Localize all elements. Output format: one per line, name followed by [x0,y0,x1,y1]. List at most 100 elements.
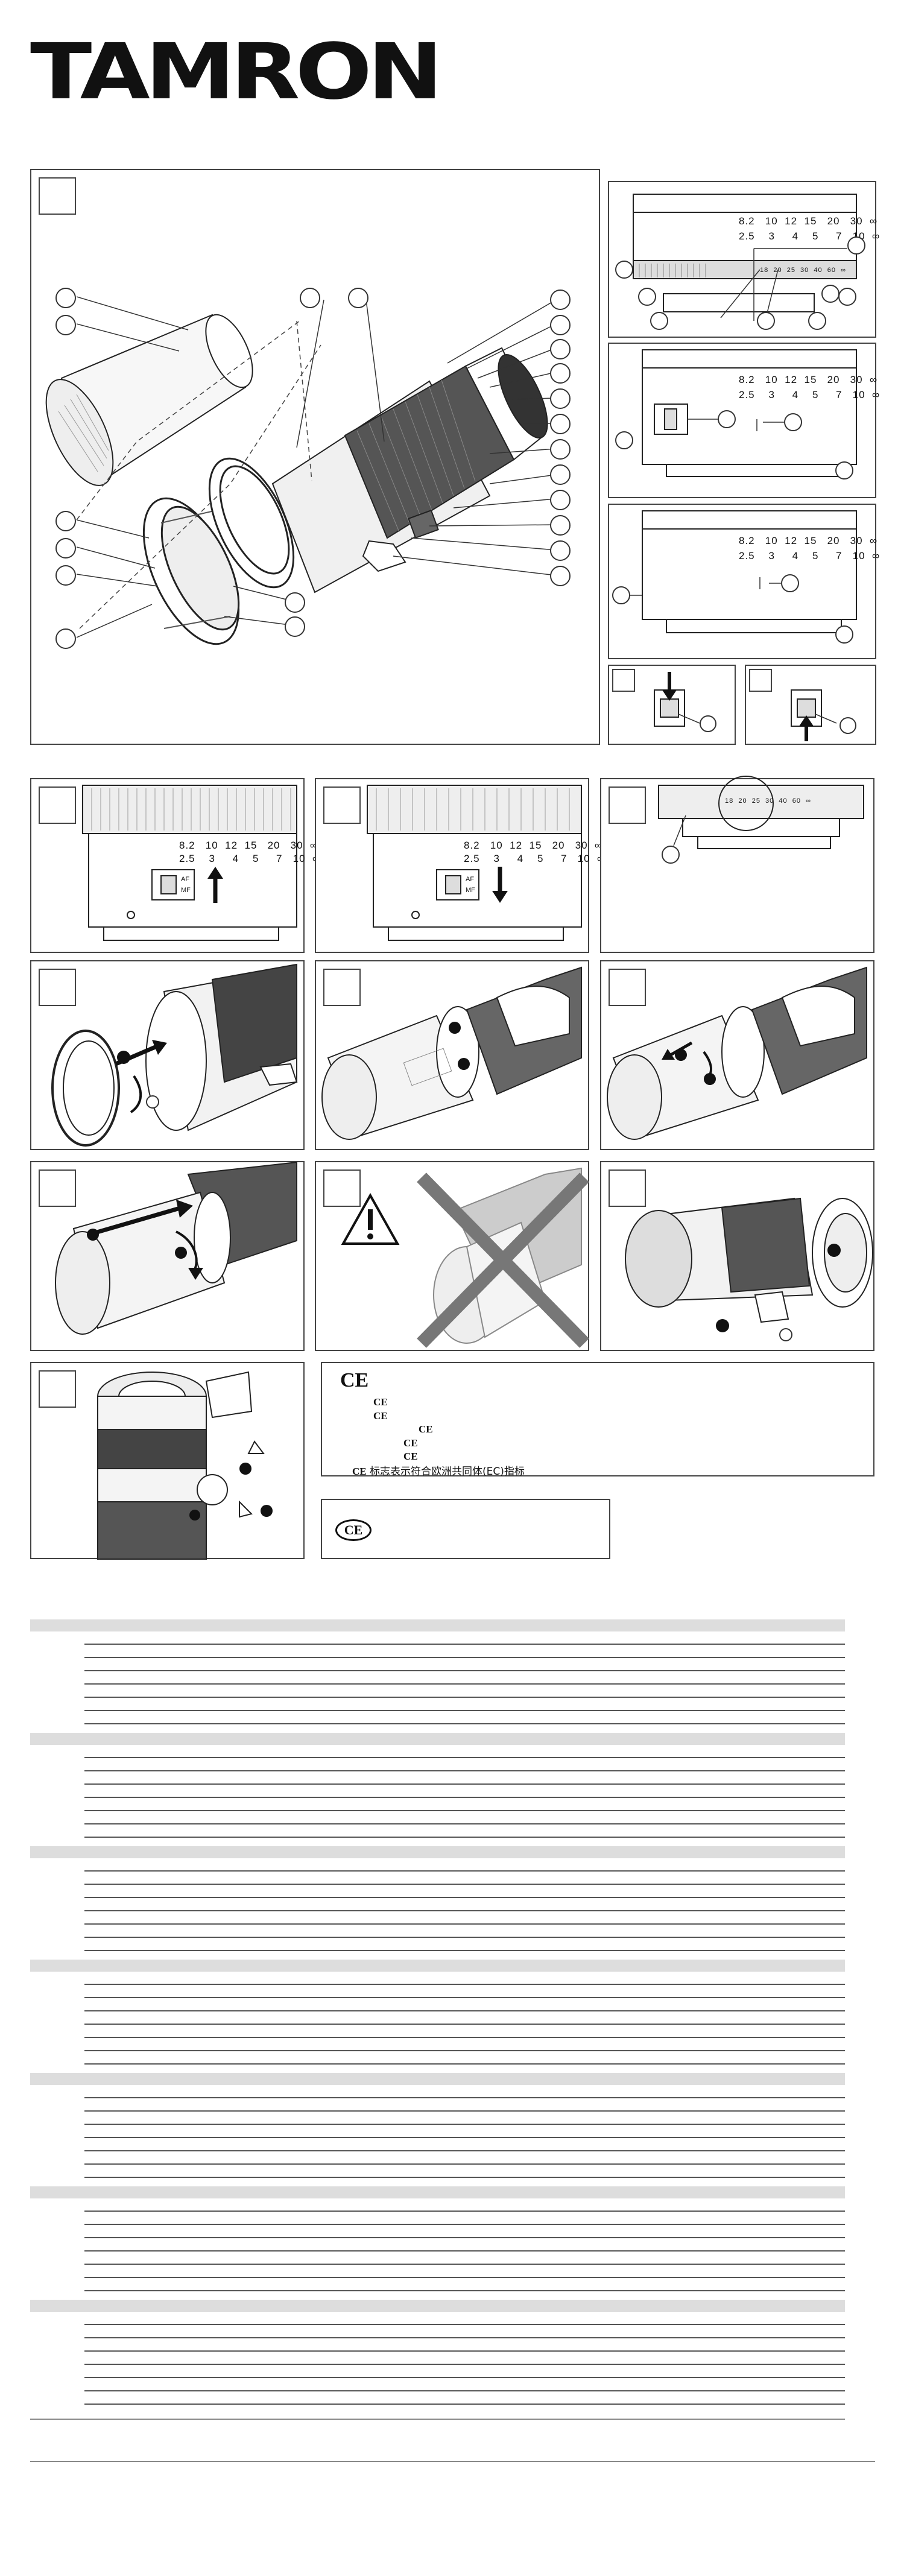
callout-circle [550,363,571,384]
x-cross-icon [417,1172,589,1348]
text-line [84,2290,845,2291]
distance-scale-small: 18 20 25 30 40 60 ∞ [725,797,811,805]
figure-number-box [749,669,772,692]
step-marker-1 [449,1022,461,1034]
figure-number-box [39,1370,76,1408]
figure-tripod-collar [30,1362,305,1560]
figure-switch-detail-down [608,665,736,745]
tripod-collar-drawing [97,1371,265,1560]
callout-circle [550,339,571,359]
callout-circle [638,288,656,306]
callout-circle [781,574,799,592]
text-line [84,2250,845,2252]
reverse-hood-drawing [607,966,867,1140]
text-line [84,1644,845,1645]
figure-attach-hood [315,960,589,1150]
step-marker-3 [189,1510,200,1521]
text-line [84,2163,845,2165]
attach-ring-drawing [51,963,298,1147]
text-line [84,1950,845,1951]
figure-number-box [39,786,76,824]
callout-circle [55,288,76,308]
switch-label-af: AF [181,876,190,883]
text-line [84,2350,845,2352]
text-line [84,1710,845,1711]
text-line [84,1997,845,1998]
tripod-mount-drawing [625,1197,873,1323]
text-line [84,2237,845,2238]
text-line [84,2137,845,2138]
step-marker-1 [239,1463,251,1475]
step-marker-1 [87,1229,99,1241]
section-header-bar [30,1960,845,1972]
footer-rule [30,2419,845,2420]
ce-mark: CE [352,1466,367,1477]
step-marker-2 [261,1505,273,1517]
callout-circle [550,414,571,434]
figure-number-box [39,177,76,215]
callout-circle [835,625,853,644]
callout-circle [757,312,775,330]
text-line [84,1884,845,1885]
ce-mark: CE [373,1396,388,1408]
section-header-bar [30,1619,845,1631]
text-line [84,2377,845,2378]
callout-circle [615,431,633,449]
figure-switch-detail-up [745,665,876,745]
text-line [84,2337,845,2338]
text-line [84,1657,845,1658]
step-marker-2 [716,1319,729,1332]
text-line [84,2010,845,2011]
exploded-lens-drawing [45,296,557,645]
switch-label-mf: MF [181,887,191,894]
text-line [84,1823,845,1824]
figure-focus-switch-a: 8.2 10 12 15 20 30 ∞ 2.5 3 4 5 7 10 ∞ [608,343,879,498]
ce-badge-mark: CE [344,1522,363,1537]
figure-attach-filter-ring [30,960,305,1150]
text-line [84,2050,845,2051]
step-marker-2 [458,1058,470,1070]
figure-number-box [609,969,646,1006]
callout-circle [662,846,680,864]
ce-mark-large: CE [340,1369,369,1391]
text-line [84,2224,845,2225]
callout-circle [55,315,76,335]
callout-circle [348,288,368,308]
callout-circle [550,290,571,310]
store-hood-drawing [55,1161,297,1335]
callout-circle [808,312,826,330]
figure-number-box [323,786,361,824]
logo-text: TAMRON [30,27,443,117]
callout-circle [700,715,716,732]
text-line [84,1783,845,1785]
ce-mark: CE [403,1451,418,1462]
callout-circle [550,439,571,460]
text-line [84,1984,845,1985]
figure-scale-mount: 8.2 10 12 15 20 30 ∞ 2.5 3 4 5 7 10 ∞ [608,504,879,659]
callout-circle [550,566,571,586]
text-line [84,1757,845,1758]
text-line [84,1810,845,1811]
switch-up-drawing [791,689,837,741]
text-line [84,2097,845,2098]
section-header-bar [30,2073,845,2085]
text-line [84,2150,845,2151]
figure-number-box [39,969,76,1006]
attach-hood-drawing [321,966,582,1140]
figure-switch-af: 8.2 10 12 15 20 30 ∞ 2.5 3 4 5 7 10 ∞ AF… [30,778,320,953]
lens-scale-drawing [633,194,857,321]
switch-label-af: AF [466,876,475,883]
callout-circle [300,288,320,308]
lens-switch-af-drawing [82,785,297,941]
tamron-logo: TAMRON [30,27,464,121]
figure-number-box [323,1169,361,1207]
ce-cn-text: 标志表示符合欧洲共同体(EC)指标 [370,1466,525,1478]
text-line [84,1683,845,1685]
callout-circle [847,236,865,255]
callout-circle [550,540,571,561]
lens-mount-drawing [627,510,857,633]
distance-scale-m: 2.5 3 4 5 7 10 ∞ [739,550,881,562]
text-line [84,2210,845,2212]
text-line [84,2177,845,2178]
text-line [84,1670,845,1671]
